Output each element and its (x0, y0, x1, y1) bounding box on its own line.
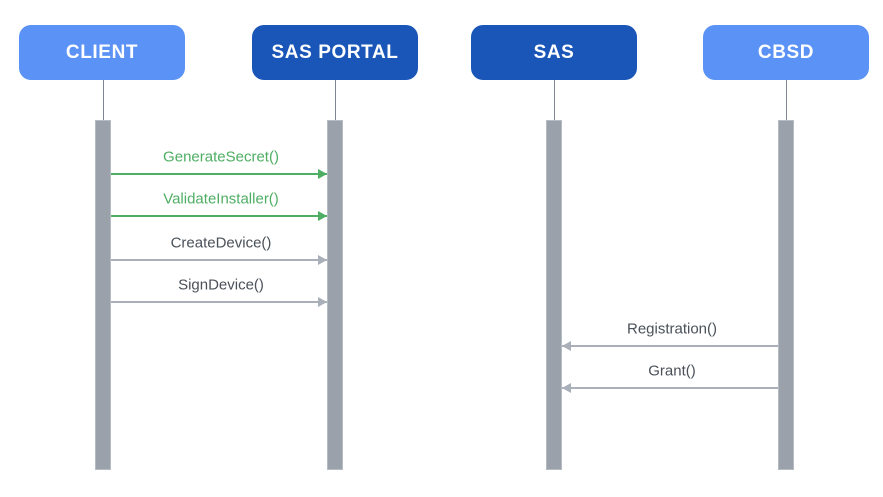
message-line-validate-installer (111, 215, 327, 217)
arrow-head-right-icon (318, 169, 327, 179)
arrow-head-right-icon (318, 211, 327, 221)
message-line-create-device (111, 259, 327, 261)
participant-label: SAS (533, 41, 575, 63)
activation-bar-sas (546, 120, 562, 470)
participant-label: CBSD (757, 41, 815, 63)
activation-bar-client (95, 120, 111, 470)
participant-cbsd[interactable]: CBSD (703, 25, 869, 80)
message-label-generate-secret: GenerateSecret() (163, 148, 279, 166)
message-label-validate-installer: ValidateInstaller() (163, 190, 279, 208)
lifeline-sas (554, 80, 555, 120)
activation-bar-cbsd (778, 120, 794, 470)
arrow-head-right-icon (318, 297, 327, 307)
arrow-head-left-icon (562, 383, 571, 393)
message-label-create-device: CreateDevice() (170, 234, 272, 252)
message-label-registration: Registration() (626, 320, 718, 338)
lifeline-sas-portal (335, 80, 336, 120)
activation-bar-sas-portal (327, 120, 343, 470)
message-line-grant (562, 387, 778, 389)
lifeline-cbsd (786, 80, 787, 120)
participant-client[interactable]: CLIENT (19, 25, 185, 80)
lifeline-client (103, 80, 104, 120)
participant-sas[interactable]: SAS (471, 25, 637, 80)
participant-sas-portal[interactable]: SAS PORTAL (252, 25, 418, 80)
arrow-head-right-icon (318, 255, 327, 265)
message-label-grant: Grant() (648, 362, 696, 380)
arrow-head-left-icon (562, 341, 571, 351)
message-line-generate-secret (111, 173, 327, 175)
participant-label: SAS PORTAL (271, 41, 399, 63)
participant-label: CLIENT (65, 41, 139, 63)
message-line-sign-device (111, 301, 327, 303)
message-label-sign-device: SignDevice() (178, 276, 264, 294)
message-line-registration (562, 345, 778, 347)
